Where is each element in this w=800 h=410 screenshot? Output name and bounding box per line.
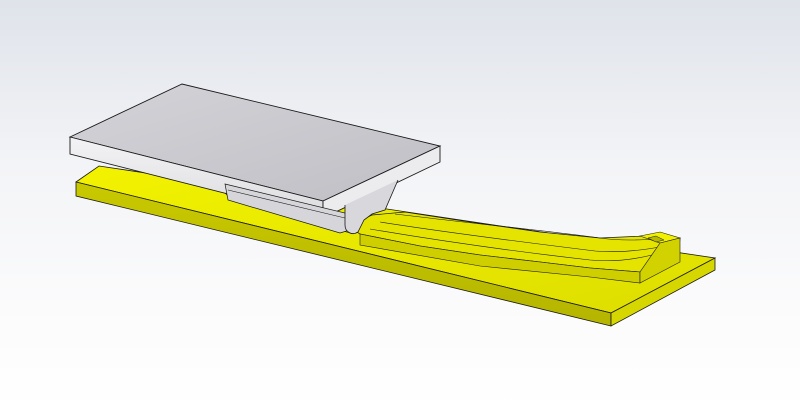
ramp-groove-3: [369, 228, 653, 262]
base-plate-end-face: [610, 257, 716, 327]
ramp-end-block-side: [639, 237, 681, 284]
top-plate-rail-edge: [227, 189, 346, 219]
ramp-groove-1: [394, 213, 661, 241]
top-plate-rail-web: [224, 183, 351, 234]
top-plate[interactable]: [68, 83, 442, 234]
ramp-groove-2: [379, 221, 666, 252]
ramp-end-slot: [647, 235, 665, 243]
top-plate-rail-profile: [344, 179, 399, 234]
